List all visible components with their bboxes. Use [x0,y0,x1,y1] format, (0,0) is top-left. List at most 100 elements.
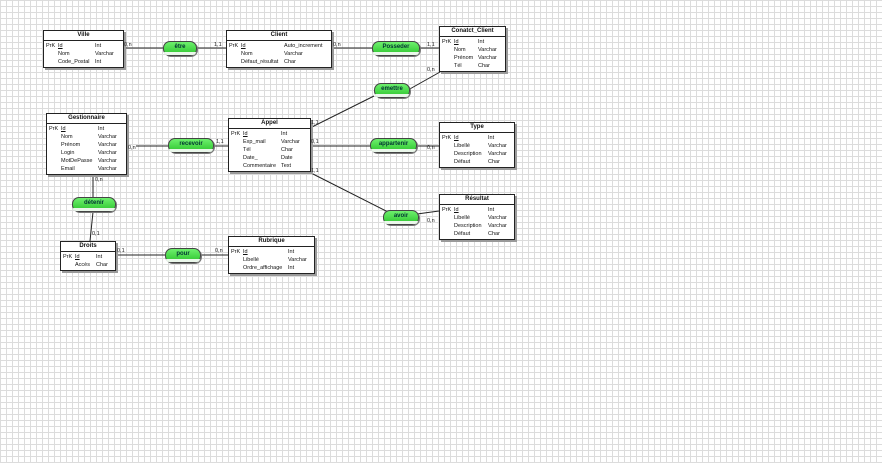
attribute-type: Char [284,59,296,65]
entity-title: Ville [44,31,123,41]
cardinality-client-etre: 1,1 [214,42,222,48]
attribute-type: Int [95,43,102,49]
association-emettre[interactable]: emettre [374,83,410,98]
cardinality-resultat-avoir: 0,n [427,218,435,224]
attribute-name: Exp_mail [243,139,266,145]
attribute-type: Char [488,231,500,237]
attribute-name: Libellé [243,257,259,263]
attribute-name: Id [454,135,459,141]
attribute-type: Int [98,126,105,132]
key-label: PrK [49,126,59,132]
attribute-name: Libellé [454,215,470,221]
cardinality-type-appartenir: 0,n [427,145,435,151]
attribute-type: Int [488,207,495,213]
entity-title: Droits [61,242,115,252]
attribute-name: Accès [75,262,90,268]
link-detenir-droits [89,211,94,242]
attribute-type: Int [95,59,102,65]
attribute-type: Int [288,265,295,271]
attribute-type: Varchar [488,215,507,221]
attribute-row: Ordre_affichage Int [229,264,314,272]
cardinality-contact-posseder: 1,1 [427,42,435,48]
attribute-name: Id [454,207,459,213]
attribute-type: Varchar [98,142,117,148]
attribute-type: Auto_increment [284,43,323,49]
attribute-type: Varchar [98,150,117,156]
attribute-type: Date [281,155,293,161]
key-label: PrK [442,135,452,141]
attribute-name: Défaut [454,231,471,237]
attribute-name: Id [241,43,246,49]
attribute-name: MotDePasse [61,158,93,164]
attribute-row: Prénom Varchar [47,141,126,149]
attribute-name: Id [61,126,66,132]
association-avoir[interactable]: avoir [383,210,419,225]
attribute-name: Tél [243,147,251,153]
entity-title: Client [227,31,331,41]
association-pour[interactable]: pour [165,248,201,263]
attribute-type: Varchar [478,55,497,61]
attribute-type: Varchar [478,47,497,53]
attribute-row: Code_Postal Int [44,58,123,66]
cardinality-appel-avoir: 1,1 [311,168,319,174]
attribute-name: Id [75,254,80,260]
association-etre[interactable]: être [163,41,197,56]
attribute-type: Varchar [488,143,507,149]
cardinality-gest-detenir: 0,n [95,177,103,183]
key-label: PrK [442,207,452,213]
attribute-type: Char [478,63,490,69]
entity-title: Type [440,123,514,133]
association-appartenir[interactable]: appartenir [370,138,417,153]
attribute-name: Défaut [454,159,471,165]
entity-title: Rubrique [229,237,314,247]
attribute-name: Id [454,39,459,45]
cardinality-appel-appartenir: 0,1 [311,139,319,145]
attribute-name: Code_Postal [58,59,90,65]
association-detenir[interactable]: détenir [72,197,116,212]
association-recevoir[interactable]: recevoir [168,138,214,153]
attribute-name: Id [243,131,248,137]
attribute-name: Nom [454,47,466,53]
cardinality-appel-recevoir: 1,1 [216,139,224,145]
attribute-name: Prénom [61,142,81,148]
key-label: PrK [231,249,241,255]
attribute-type: Varchar [95,51,114,57]
cardinality-ville-etre: 0,n [124,42,132,48]
cardinality-gest-recevoir: 0,n [128,145,136,151]
association-posseder[interactable]: Posseder [372,41,420,56]
attribute-name: Nom [58,51,70,57]
attribute-name: Ordre_affichage [243,265,283,271]
attribute-name: Id [58,43,63,49]
link-contact-emettre [407,71,441,91]
link-emettre-appel [309,95,375,129]
